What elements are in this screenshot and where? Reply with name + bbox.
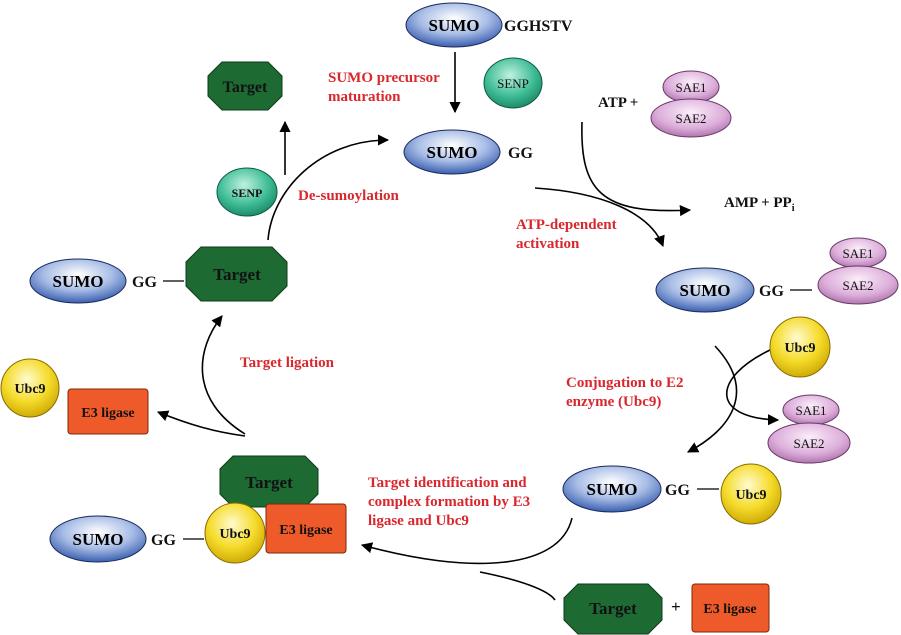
gg-label: GG	[665, 482, 690, 499]
sumo-ellipse	[562, 465, 662, 513]
ubc9-circle	[0, 358, 60, 418]
target-octagon	[185, 246, 288, 302]
gghstv-label: GGHSTV	[504, 18, 573, 35]
amp-label: AMP + PPi	[724, 195, 795, 214]
gg-label: GG	[759, 283, 784, 300]
identification-arrow	[360, 517, 573, 565]
senp-ellipse	[216, 167, 278, 217]
maturation-label-1: SUMO precursor	[328, 70, 440, 86]
plus-label: +	[671, 597, 681, 616]
e3-ligase-label: E3 ligase	[279, 523, 332, 538]
ligation-arrow	[201, 315, 246, 435]
ligation-label: Target ligation	[240, 355, 335, 371]
release-e3-arrow	[156, 410, 246, 437]
released-target: Target	[207, 61, 283, 111]
identification-label-1: Target identification and	[368, 475, 527, 491]
identification-label-3: ligase and Ubc9	[368, 513, 469, 529]
sae2-ellipse	[817, 265, 899, 305]
ubc9-label: Ubc9	[14, 382, 45, 397]
ubc9-label: Ubc9	[735, 488, 766, 503]
ubc9-circle	[204, 502, 266, 564]
gg-label: GG	[151, 532, 176, 549]
e3-ligase-label: E3 ligase	[81, 406, 134, 421]
target-octagon	[207, 61, 283, 111]
sae2-ellipse	[767, 422, 851, 464]
target-label: Target	[223, 79, 268, 96]
sumo-sae-complex: SUMO GG SAE1 SAE2	[655, 237, 899, 313]
target-label: Target	[589, 599, 637, 618]
e3-ligase-box	[265, 503, 347, 554]
activation-label-2: activation	[516, 236, 580, 252]
sumo-label: SUMO	[53, 272, 104, 291]
sae2-label: SAE2	[675, 111, 706, 126]
released-ubc9-e3: Ubc9 E3 ligase	[0, 358, 149, 435]
conjugation-label-1: Conjugation to E2	[566, 375, 684, 391]
conjugation-label-2: enzyme (Ubc9)	[566, 394, 661, 410]
ubc9-circle	[720, 463, 782, 525]
sae-complex-top: SAE1 SAE2	[650, 70, 732, 138]
atp-label: ATP +	[598, 95, 638, 111]
sae1-label: SAE1	[795, 403, 826, 418]
sae2-ellipse	[650, 98, 732, 138]
e3-ligase-label: E3 ligase	[703, 602, 756, 617]
sumo-ellipse	[405, 2, 503, 48]
atp-to-amp-arrow	[581, 121, 692, 217]
sumo-label: SUMO	[680, 281, 731, 300]
senp-top: SENP	[483, 57, 543, 109]
gg-label: GG	[508, 145, 533, 162]
sumo-ellipse	[655, 267, 755, 313]
sumo-label: SUMO	[587, 480, 638, 499]
ubc9-to-sae-arrow	[725, 349, 780, 426]
ubc9-free: Ubc9	[769, 316, 831, 378]
e3-ligase-box	[691, 583, 770, 633]
target-octagon	[563, 583, 663, 635]
sae2-label: SAE2	[842, 278, 873, 293]
sumo-ellipse	[29, 258, 127, 304]
sumo-ellipse	[403, 129, 501, 175]
gg-label: GG	[132, 274, 157, 291]
senp-label: SENP	[497, 76, 529, 91]
identification-label-2: complex formation by E3	[368, 494, 530, 510]
sumo-target-conjugate: SUMO GG Target	[29, 246, 288, 304]
e3-ligase-box	[67, 388, 149, 435]
activation-label-1: ATP-dependent	[516, 217, 617, 233]
activation-arrow	[534, 187, 665, 248]
sae1-label: SAE1	[842, 246, 873, 261]
senp-desumoylation: SENP	[216, 167, 278, 217]
sumo-precursor: SUMO GGHSTV	[405, 2, 573, 48]
mature-sumo: SUMO GG	[403, 129, 533, 175]
target-e3-merge-line	[479, 571, 556, 601]
free-target-and-e3: Target + E3 ligase	[563, 583, 770, 635]
conjugation-arrow	[687, 345, 738, 453]
desumoylation-arrow	[267, 134, 390, 241]
sae-complex-released: SAE1 SAE2	[767, 394, 851, 464]
sumo-label: SUMO	[427, 143, 478, 162]
ubc9-label: Ubc9	[784, 341, 815, 356]
desumoylation-label: De-sumoylation	[298, 188, 399, 204]
maturation-label-2: maturation	[328, 89, 401, 105]
sumo-label: SUMO	[429, 16, 480, 35]
sumo-label: SUMO	[73, 530, 124, 549]
senp-ellipse	[483, 57, 543, 109]
target-label: Target	[213, 265, 261, 284]
target-label: Target	[245, 473, 293, 492]
senp-label: SENP	[232, 186, 263, 200]
sae1-label: SAE1	[675, 80, 706, 95]
sumo-ellipse	[49, 515, 147, 563]
ligation-complex: Target SUMO GG Ubc9 E3 ligase	[49, 455, 347, 564]
sae2-label: SAE2	[793, 436, 824, 451]
ubc9-circle	[769, 316, 831, 378]
sumo-ubc9-thioester: SUMO GG Ubc9	[562, 463, 782, 525]
ubc9-label: Ubc9	[219, 527, 250, 542]
